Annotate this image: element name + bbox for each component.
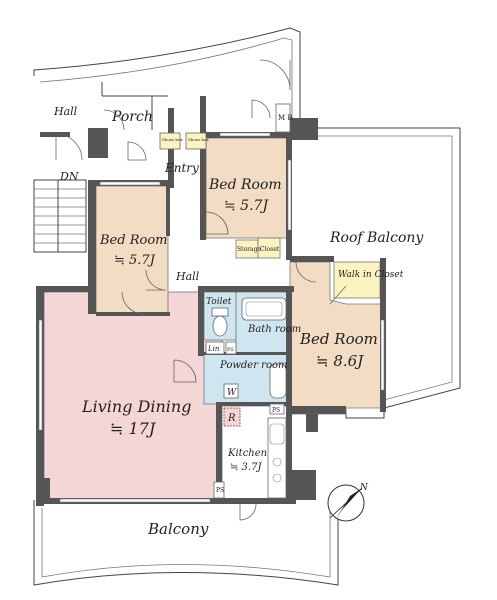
roof-balcony-label: Roof Balcony — [329, 230, 424, 246]
bed-room-top-area: ≒ 5.7J — [224, 198, 269, 214]
ps-1-label: PS — [227, 347, 234, 353]
bed-room-top-label: Bed Room — [208, 177, 282, 193]
bath-room-label: Bath room — [247, 324, 301, 335]
entry-label: Entry — [164, 161, 199, 175]
porch-label: Porch — [111, 109, 153, 125]
top-curved-edge — [33, 27, 301, 118]
shoes-box-2-label: Shoes box — [188, 137, 209, 142]
storage-label: Storage — [237, 246, 261, 253]
living-dining-label: Living Dining — [81, 397, 191, 416]
closet — [257, 237, 281, 259]
w-label: W — [227, 388, 237, 398]
closet-label: Closet — [260, 246, 280, 253]
kitchen-area: ≒ 3.7J — [230, 462, 262, 473]
powder-room-label: Powder room — [219, 360, 288, 371]
walk-in-closet — [333, 261, 381, 299]
hall-mid-label: Hall — [175, 270, 200, 283]
doors — [55, 59, 347, 521]
toilet-label: Toilet — [206, 297, 232, 307]
lin-label: Lin — [207, 345, 220, 353]
bed-room-right-area: ≒ 8.6J — [316, 352, 364, 370]
top-curved-edge-inner — [39, 37, 293, 120]
living-dining-area: ≒ 17J — [110, 419, 157, 438]
windows — [38, 132, 385, 503]
roof-balcony-inner-outline — [300, 135, 453, 401]
living-dining-room — [43, 291, 223, 501]
stairs — [33, 179, 87, 253]
hall-top-label: Hall — [53, 105, 78, 118]
shoes-box-1-label: Shoes box — [162, 137, 183, 142]
bed-room-left-area: ≒ 5.7J — [114, 253, 156, 268]
walk-in-closet-label: Walk in Closet — [338, 270, 404, 280]
kitchen-label: Kitchen — [227, 448, 267, 459]
mb-label: M B — [278, 114, 293, 122]
balcony-outline — [33, 500, 339, 586]
north-arrow-icon — [327, 484, 365, 522]
balcony-inner-outline — [41, 508, 331, 578]
balcony-label: Balcony — [147, 520, 209, 538]
ps-2-label: PS — [272, 407, 280, 414]
r-label: R — [227, 413, 236, 424]
bed-room-left-label: Bed Room — [99, 233, 167, 248]
north-label: N — [359, 483, 369, 493]
dn-label: DN — [59, 170, 79, 183]
fixtures — [159, 103, 291, 499]
bed-room-right-label: Bed Room — [299, 330, 378, 348]
bed-room-left — [95, 185, 169, 315]
ps-3-label: PS — [216, 487, 224, 494]
porch-outline — [101, 82, 168, 130]
